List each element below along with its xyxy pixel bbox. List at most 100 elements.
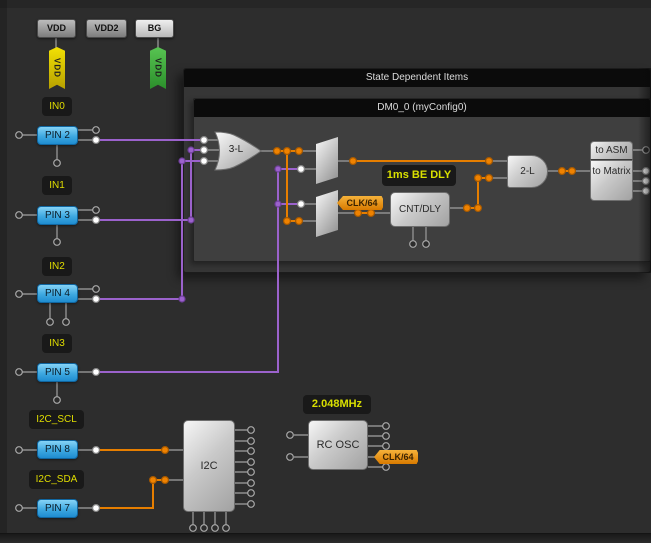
junction-dot-orange [557,167,566,176]
canvas-edge-bottom [0,533,651,543]
port-circle[interactable] [92,285,100,293]
state-dependent-items-title[interactable]: State Dependent Items [184,69,650,87]
junction-dot-purple [178,295,186,303]
port-circle[interactable] [382,432,390,440]
port-circle[interactable] [53,159,61,167]
pin-3[interactable]: PIN 3 [37,206,78,225]
port-circle[interactable] [247,437,255,445]
port-circle[interactable] [247,458,255,466]
or-gate-3l[interactable] [214,131,262,171]
port-circle[interactable] [211,524,219,532]
port-circle[interactable] [382,442,390,450]
port-circle[interactable] [92,206,100,214]
or-gate-shape [214,131,262,171]
junction-dot-orange [485,174,494,183]
pin-7[interactable]: PIN 7 [37,499,78,518]
rc-osc-block[interactable]: RC OSC [308,420,368,470]
panel-clip-shade [638,68,651,273]
port-circle[interactable] [382,422,390,430]
net-label-in0: IN0 [42,97,72,116]
net-label-in3: IN3 [42,334,72,353]
mux-bottom[interactable] [316,190,338,237]
port-circle[interactable] [247,489,255,497]
pin-8[interactable]: PIN 8 [37,440,78,459]
junction-dot-white [91,295,100,304]
canvas-edge-left [0,0,7,543]
i2c-block[interactable]: I2C [183,420,235,512]
port-circle[interactable] [222,524,230,532]
junction-dot-orange [367,209,376,218]
to-matrix-block[interactable]: to Matrix [590,160,633,201]
clk64-flag-dly[interactable]: CLK/64 [337,196,383,210]
port-circle[interactable] [62,318,70,326]
port-circle[interactable] [189,524,197,532]
junction-dot-orange [485,157,494,166]
junction-dot-white [91,368,100,377]
pin-4[interactable]: PIN 4 [37,284,78,303]
net-label-in1: IN1 [42,176,72,195]
junction-dot-orange [149,476,158,485]
junction-dot-purple [274,165,282,173]
clk64-flag-osc[interactable]: CLK/64 [374,450,418,464]
canvas-edge-top [0,0,651,8]
or-gate-label: 3-L [228,144,244,155]
cnt-dly-block[interactable]: CNT/DLY [390,192,450,227]
port-circle[interactable] [422,240,430,248]
port-circle[interactable] [247,447,255,455]
net-label-in2: IN2 [42,257,72,276]
vdd2-button[interactable]: VDD2 [86,19,127,38]
junction-dot-orange [161,476,170,485]
dm0-config-title[interactable]: DM0_0 (myConfig0) [194,99,650,117]
junction-dot-white [91,446,100,455]
bg-button[interactable]: BG [135,19,174,38]
junction-dot-orange [354,209,363,218]
port-circle[interactable] [286,431,294,439]
pin-5[interactable]: PIN 5 [37,363,78,382]
junction-dot-orange [349,157,358,166]
junction-dot-orange [273,147,282,156]
port-circle[interactable] [247,479,255,487]
purple-wires [96,139,301,373]
and-gate-2l[interactable]: 2-L [507,155,548,188]
junction-dot-purple [274,200,282,208]
mux-top[interactable] [316,137,338,184]
port-circle[interactable] [286,453,294,461]
junction-dot-white [200,146,209,155]
port-circle[interactable] [15,290,23,298]
port-circle[interactable] [15,131,23,139]
port-circle[interactable] [382,463,390,471]
junction-dot-purple [178,157,186,165]
pin-2[interactable]: PIN 2 [37,126,78,145]
port-circle[interactable] [15,446,23,454]
bg-rail-flag-text: VDD [153,58,163,78]
port-circle[interactable] [15,211,23,219]
port-circle[interactable] [409,240,417,248]
to-asm-block[interactable]: to ASM [590,141,633,160]
junction-dot-orange [567,167,576,176]
junction-dot-purple [187,146,195,154]
vdd-button[interactable]: VDD [37,19,76,38]
port-circle[interactable] [247,426,255,434]
vdd-rail-flag-text: VDD [52,58,62,78]
junction-dot-white [91,136,100,145]
junction-dot-orange [283,147,292,156]
port-circle[interactable] [92,126,100,134]
port-circle[interactable] [247,468,255,476]
vdd-rail-flag[interactable]: VDD [49,47,65,89]
junction-dot-orange [283,217,292,226]
junction-dot-white [297,200,306,209]
junction-dot-orange [295,147,304,156]
port-circle[interactable] [53,238,61,246]
junction-dot-orange [463,204,472,213]
port-circle[interactable] [15,368,23,376]
bg-rail-flag[interactable]: VDD [150,47,166,89]
port-circle[interactable] [200,524,208,532]
port-circle[interactable] [46,318,54,326]
junction-dot-orange [474,174,483,183]
port-circle[interactable] [247,500,255,508]
net-label-i2c-scl: I2C_SCL [29,410,84,429]
port-circle[interactable] [53,396,61,404]
port-circle[interactable] [15,504,23,512]
